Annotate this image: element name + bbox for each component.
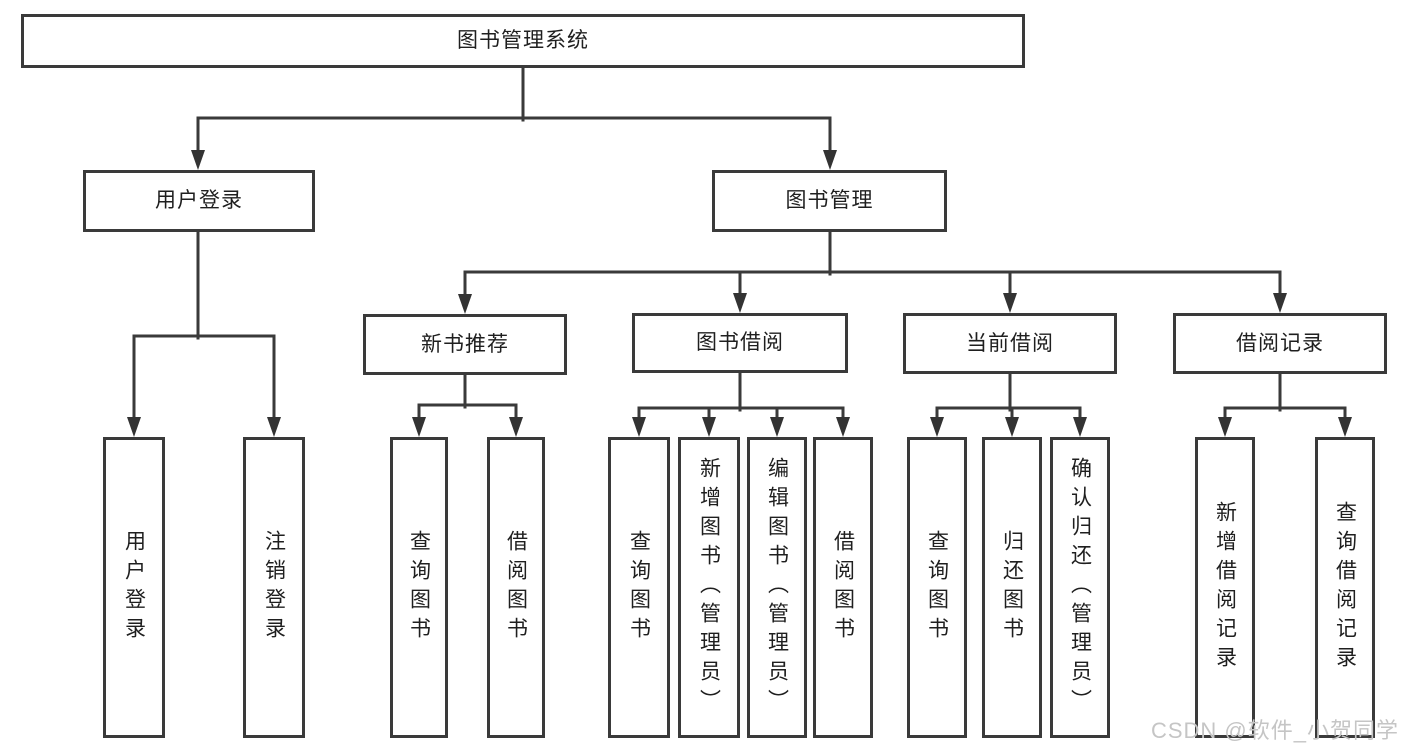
leaf-confirm-return-admin: 确认归还（管理员） xyxy=(1050,437,1110,738)
csdn-watermark: CSDN @软件_小贺同学 xyxy=(1150,718,1399,743)
leaf-query-books-2: 查询图书 xyxy=(608,437,670,738)
node-label: 图书借阅 xyxy=(696,331,784,355)
leaf-edit-book-admin: 编辑图书（管理员） xyxy=(747,437,807,738)
leaf-label: 新增借阅记录 xyxy=(1213,500,1237,675)
leaf-label: 查询图书 xyxy=(627,529,651,646)
node-label: 借阅记录 xyxy=(1236,331,1324,355)
node-user-login: 用户登录 xyxy=(83,170,315,232)
leaf-label: 查询图书 xyxy=(925,529,949,646)
leaf-label: 归还图书 xyxy=(1000,529,1024,646)
leaf-label: 借阅图书 xyxy=(831,529,855,646)
node-label: 图书管理 xyxy=(785,189,874,213)
leaf-label: 确认归还（管理员） xyxy=(1068,457,1092,718)
leaf-label: 用户登录 xyxy=(122,529,146,646)
leaf-label: 新增图书（管理员） xyxy=(697,457,721,718)
node-label: 图书管理系统 xyxy=(457,29,589,53)
node-current-borrow: 当前借阅 xyxy=(903,313,1117,374)
leaf-label: 编辑图书（管理员） xyxy=(765,457,789,718)
leaf-logout: 注销登录 xyxy=(243,437,305,738)
leaf-query-borrow-record: 查询借阅记录 xyxy=(1315,437,1375,738)
node-book-management: 图书管理 xyxy=(712,170,947,232)
node-label: 当前借阅 xyxy=(966,331,1054,355)
node-book-borrow: 图书借阅 xyxy=(632,313,848,373)
arrowheads xyxy=(127,150,1352,437)
leaf-query-books: 查询图书 xyxy=(390,437,448,738)
node-label: 用户登录 xyxy=(155,189,243,213)
leaf-borrow-books-2: 借阅图书 xyxy=(813,437,873,738)
leaf-add-book-admin: 新增图书（管理员） xyxy=(678,437,740,738)
leaf-return-books: 归还图书 xyxy=(982,437,1042,738)
node-label: 新书推荐 xyxy=(421,332,509,356)
node-borrow-records: 借阅记录 xyxy=(1173,313,1387,374)
node-root-system: 图书管理系统 xyxy=(21,14,1025,68)
leaf-user-login: 用户登录 xyxy=(103,437,165,738)
node-new-book-recommend: 新书推荐 xyxy=(363,314,567,375)
leaf-label: 借阅图书 xyxy=(504,529,528,646)
leaf-label: 查询借阅记录 xyxy=(1333,500,1357,675)
leaf-query-books-3: 查询图书 xyxy=(907,437,967,738)
leaf-label: 注销登录 xyxy=(262,529,286,646)
leaf-label: 查询图书 xyxy=(407,529,431,646)
leaf-borrow-books: 借阅图书 xyxy=(487,437,545,738)
leaf-add-borrow-record: 新增借阅记录 xyxy=(1195,437,1255,738)
